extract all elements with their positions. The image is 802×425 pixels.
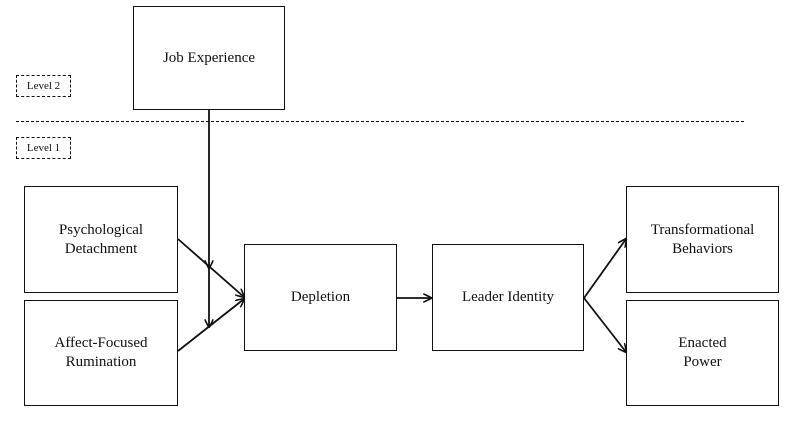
psychological-detachment-label: Psychological Detachment [58,221,144,257]
leader-identity-box: Leader Identity [432,244,584,351]
job-experience-box: Job Experience [133,6,285,110]
arrow-leader-identity-to-enacted-power [583,297,626,352]
level-1-label: Level 1 [16,137,71,159]
level-2-label: Level 2 [16,75,71,97]
affect-focused-rumination-box: Affect-Focused Rumination [24,300,178,406]
level-divider [16,121,744,122]
leader-identity-label: Leader Identity [461,289,555,305]
affect-focused-rumination-label: Affect-Focused Rumination [54,335,148,370]
arrow-leader-identity-to-transformational [583,239,626,299]
job-experience-label: Job Experience [162,49,256,66]
transformational-behaviors-label: Transformational Behaviors [650,221,755,257]
enacted-power-label: Enacted Power [678,335,727,370]
psychological-detachment-box: Psychological Detachment [24,186,178,293]
depletion-label: Depletion [290,289,351,305]
arrow-rumination-to-depletion [177,299,244,352]
arrow-detachment-to-depletion [177,238,244,297]
enacted-power-box: Enacted Power [626,300,779,406]
depletion-box: Depletion [244,244,397,351]
level-2-text: Level 2 [26,80,61,92]
level-1-text: Level 1 [26,142,61,154]
